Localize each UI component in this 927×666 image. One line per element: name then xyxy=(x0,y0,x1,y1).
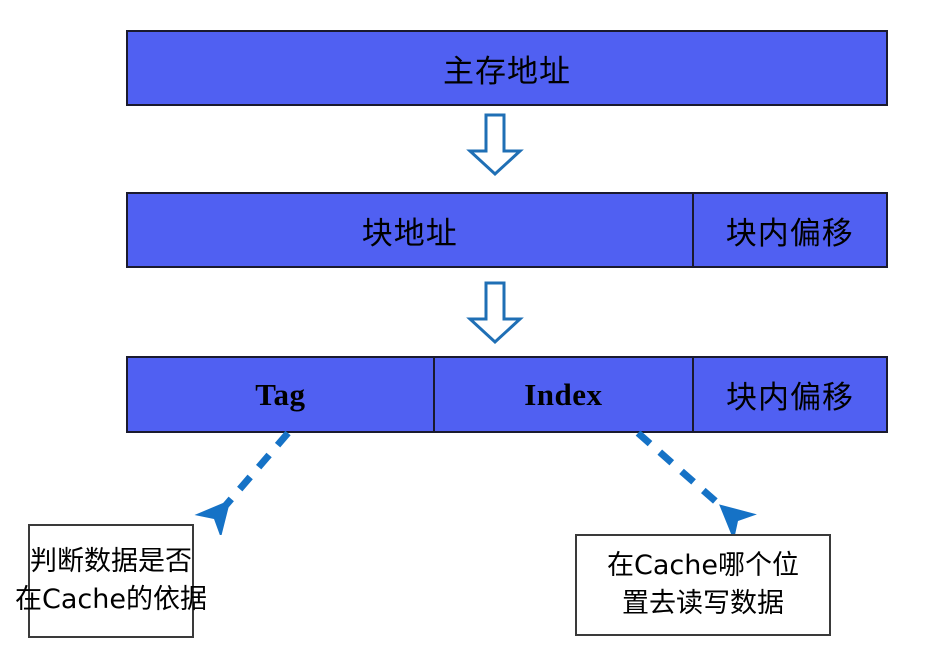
down-block-arrow-icon-2 xyxy=(464,281,526,345)
block-address-row: 块地址 块内偏移 xyxy=(126,192,888,268)
field-main-address: 主存地址 xyxy=(443,53,571,90)
field-block-offset-lower: 块内偏移 xyxy=(692,358,886,431)
caption-tag: 判断数据是否 在Cache的依据 xyxy=(15,524,207,638)
caption-tag-line-1: 判断数据是否 xyxy=(30,545,192,577)
caption-index-line-1: 在Cache哪个位 xyxy=(607,549,799,581)
down-block-arrow-icon-1 xyxy=(464,113,526,177)
caption-tag-line-2: 在Cache的依据 xyxy=(15,584,207,615)
field-tag: Tag xyxy=(255,376,306,412)
caption-index-line-2: 置去读写数据 xyxy=(622,588,784,619)
tag-index-offset-row: Tag Index 块内偏移 xyxy=(126,356,888,433)
caption-index: 在Cache哪个位 置去读写数据 xyxy=(575,534,831,636)
field-block-offset-upper: 块内偏移 xyxy=(691,194,886,266)
dashed-arrow-index-icon xyxy=(620,425,770,541)
field-index: Index xyxy=(432,358,692,431)
dashed-arrow-tag-icon xyxy=(180,425,310,538)
main-memory-address-row: 主存地址 xyxy=(126,30,888,106)
field-block-address: 块地址 xyxy=(361,215,458,252)
